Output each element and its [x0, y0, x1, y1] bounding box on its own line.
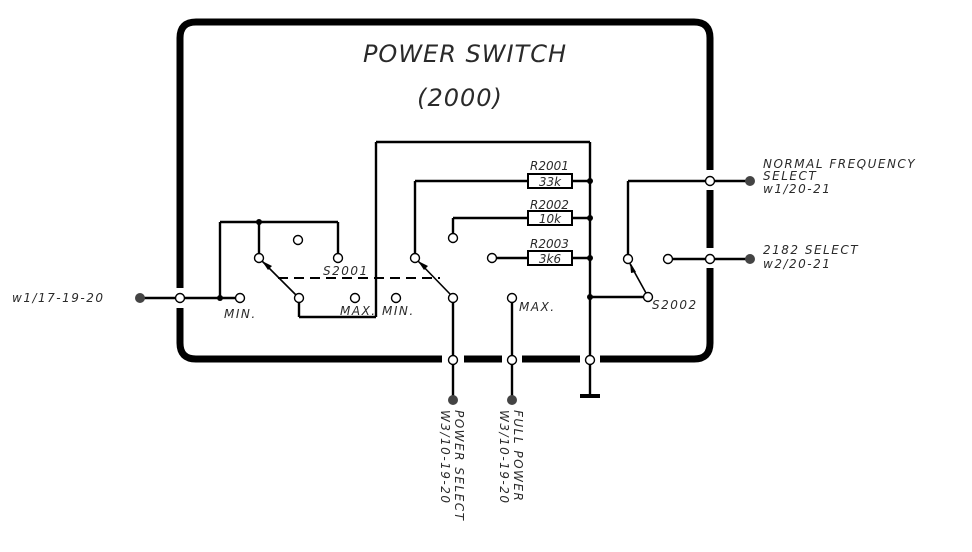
connector-normal-freq [704, 175, 716, 187]
svg-text:SELECT: SELECT [763, 169, 817, 183]
s2002-label: S2002 [652, 298, 698, 312]
svg-text:w2/20-21: w2/20-21 [763, 257, 831, 271]
label-normal-frequency: NORMAL FREQUENCY SELECT w1/20-21 [763, 157, 916, 196]
svg-text:w1/20-21: w1/20-21 [763, 182, 831, 196]
svg-text:FULL POWER: FULL POWER [511, 410, 525, 502]
svg-text:NORMAL FREQUENCY: NORMAL FREQUENCY [763, 157, 916, 171]
label-left-connector: w1/17-19-20 [12, 291, 104, 305]
s2001-label: S2001 [323, 264, 369, 278]
resistor-r2002: R2002 10k [527, 198, 590, 226]
enclosure-border [176, 18, 714, 363]
svg-text:W3/10-19-20: W3/10-19-20 [497, 410, 511, 505]
terminal-full-power [507, 395, 517, 405]
connector-2182 [704, 253, 716, 265]
left-input-wire [140, 219, 340, 301]
svg-text:POWER SELECT: POWER SELECT [452, 410, 466, 522]
label-min-a: MIN. [224, 307, 257, 321]
connector-full-power [506, 354, 518, 366]
s2002-switch [590, 179, 750, 303]
label-2182-select: 2182 SELECT w2/20-21 [763, 243, 859, 271]
resistor-r2003: R2003 3k6 [527, 237, 590, 266]
svg-text:R2002: R2002 [530, 198, 569, 212]
terminal-left [135, 293, 145, 303]
ground-bus [580, 142, 600, 398]
connector-power-select [447, 354, 459, 366]
diagram-title: POWER SWITCH [363, 40, 567, 68]
label-max-b: MAX. [519, 300, 556, 314]
contact-min-a [234, 292, 246, 304]
svg-text:W3/10-19-20: W3/10-19-20 [438, 410, 452, 505]
terminal-normal-freq [745, 176, 755, 186]
label-power-select: POWER SELECT W3/10-19-20 [438, 410, 466, 522]
label-min-b: MIN. [382, 304, 415, 318]
label-full-power: FULL POWER W3/10-19-20 [497, 410, 525, 505]
resistor-r2001: R2001 33k [527, 159, 590, 189]
s2001-section-b [390, 179, 528, 400]
svg-text:10k: 10k [539, 212, 562, 226]
svg-text:33k: 33k [539, 175, 562, 189]
svg-text:R2001: R2001 [530, 159, 569, 173]
label-max-a: MAX. [340, 304, 377, 318]
svg-text:3k6: 3k6 [539, 252, 562, 266]
connector-left [174, 292, 186, 304]
svg-text:2182 SELECT: 2182 SELECT [763, 243, 859, 257]
terminal-2182 [745, 254, 755, 264]
terminal-power-select [448, 395, 458, 405]
diagram-subtitle: (2000) [417, 84, 503, 112]
svg-text:R2003: R2003 [530, 237, 569, 251]
